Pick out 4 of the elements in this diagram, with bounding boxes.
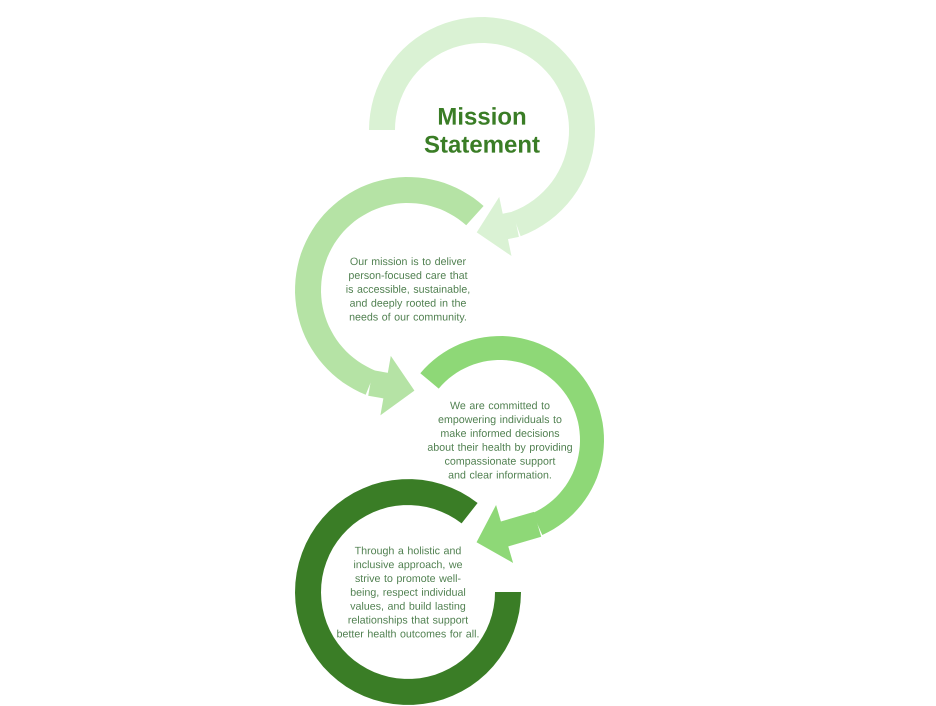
statement-text: Our mission is to deliver person-focused care that is accessible, sustainable, and deeply rooted in the needs of our community.: [346, 257, 470, 323]
statement-text: We are committed to empowering individuals to make informed decisions about their health by providing compassionate support and clear information.: [428, 401, 572, 479]
title: Mission Statement: [424, 107, 540, 153]
statement-text: Through a holistic and inclusive approach, we strive to promote well-being, respect individual values, and build lasting relationships that support better health outcomes for all.: [337, 546, 478, 638]
